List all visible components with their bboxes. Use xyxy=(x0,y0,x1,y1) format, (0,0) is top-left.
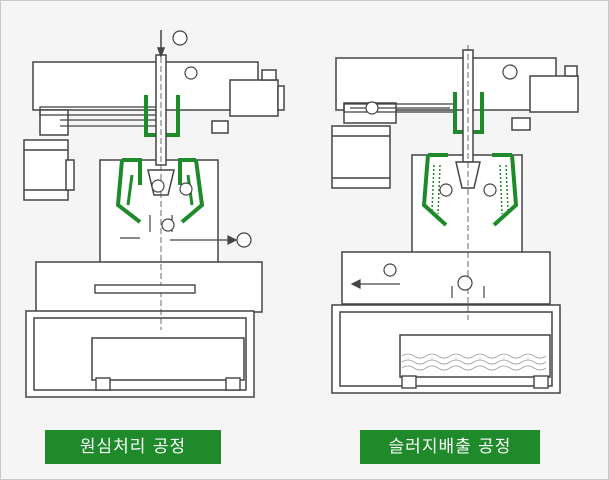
callout-6 xyxy=(184,66,198,80)
callout-5 xyxy=(236,232,252,248)
tank-chamber-right xyxy=(399,334,551,378)
bowl-left xyxy=(115,95,205,224)
callout-12 xyxy=(365,101,379,115)
callout-1 xyxy=(172,30,188,46)
motor-left xyxy=(23,139,69,201)
callout-10 xyxy=(383,263,397,277)
callout-9 xyxy=(483,183,497,197)
sludge-fill-right xyxy=(401,353,547,371)
caption-sludge-discharge-process: 슬러지배출 공정 xyxy=(360,430,540,464)
top-motor-right xyxy=(529,75,579,113)
tank-chamber-left xyxy=(91,337,245,381)
top-motor-left xyxy=(229,79,279,117)
callout-4 xyxy=(161,218,175,232)
callout-group-right xyxy=(365,64,518,291)
upper-frame-right xyxy=(335,57,557,111)
callout-7 xyxy=(502,64,518,80)
callout-8 xyxy=(439,183,453,197)
base-frame-right xyxy=(341,251,551,305)
caption-centrifugal-process: 원심처리 공정 xyxy=(45,430,221,464)
callout-11 xyxy=(457,275,473,291)
callout-2 xyxy=(151,179,165,193)
callout-group-left xyxy=(151,30,252,248)
callout-3 xyxy=(179,182,193,196)
